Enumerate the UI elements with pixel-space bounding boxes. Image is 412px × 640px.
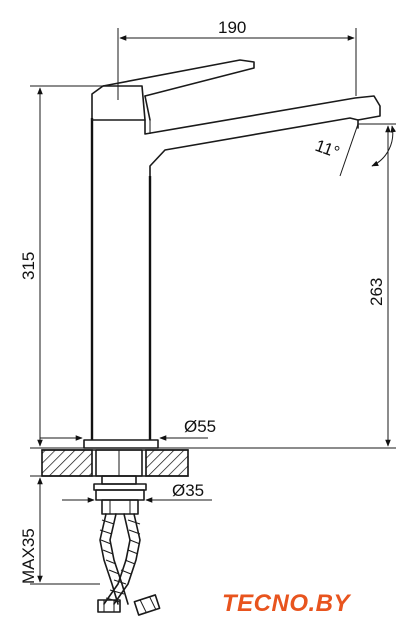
dim-190-label: 190 xyxy=(218,18,246,37)
dim-315-label: 315 xyxy=(19,252,38,280)
dim-diameter-35: Ø35 xyxy=(62,481,212,503)
dim-263-label: 263 xyxy=(367,278,386,306)
hose-fitting-left xyxy=(97,599,121,613)
brand-logo: TECNO.BY xyxy=(222,590,352,617)
flex-hoses xyxy=(97,513,161,616)
dim-max-35: MAX35 xyxy=(19,475,100,585)
hose-fitting-right xyxy=(133,594,161,616)
dim-max35-label: MAX35 xyxy=(19,528,38,584)
counter-deck xyxy=(41,449,189,477)
dim-angle-label: 11° xyxy=(313,136,342,162)
dim-35-label: Ø35 xyxy=(172,481,204,500)
dim-width-190: 190 xyxy=(117,18,357,100)
dim-55-label: Ø55 xyxy=(184,417,216,436)
mounting-shank xyxy=(93,449,147,515)
dim-height-263: 263 xyxy=(158,123,396,449)
faucet-body xyxy=(83,59,381,449)
logo-text: TECNO.BY xyxy=(222,590,352,617)
dim-diameter-55: Ø55 xyxy=(40,417,216,441)
dim-height-315: 315 xyxy=(19,85,103,449)
dim-angle-11: 11° xyxy=(313,123,397,177)
